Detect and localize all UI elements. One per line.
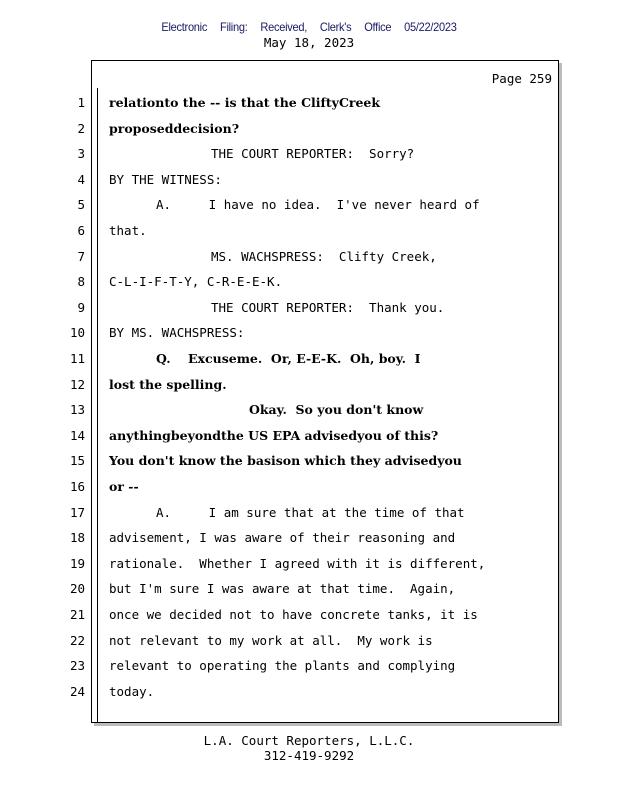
transcript-line: 13 Okay. So you don't know [1, 402, 561, 422]
transcript-line: 9 THE COURT REPORTER: Thank you. [1, 300, 561, 320]
page-number: Page 259 [491, 71, 552, 86]
line-number: 21 [69, 607, 85, 622]
line-text: lost the spelling. [109, 376, 227, 392]
line-text: anythingbeyondthe US EPA advisedyou of t… [109, 427, 439, 443]
line-text: You don't know the basison which they ad… [109, 453, 462, 469]
line-text: A. I am sure that at the time of that [156, 504, 465, 520]
line-number: 16 [69, 479, 85, 494]
line-number: 23 [69, 658, 85, 674]
transcript-line: 20 but I'm sure I was aware at that time.… [1, 581, 561, 601]
transcript-line: 3 THE COURT REPORTER: Sorry? [1, 146, 561, 166]
line-number: 13 [69, 402, 85, 418]
stamp-text: Filing: [219, 20, 248, 34]
line-text: relevant to operating the plants and com… [109, 658, 456, 674]
line-text: BY MS. WACHSPRESS: [109, 325, 245, 341]
line-text: BY THE WITNESS: [109, 171, 222, 187]
line-number: 11 [69, 351, 85, 366]
stamp-date: 05/22/2023 [404, 20, 457, 34]
stamp-text: Clerk's [319, 20, 352, 34]
transcript-line: 1 relationto the -- is that the CliftyCre… [1, 95, 561, 115]
line-number: 22 [69, 632, 85, 648]
line-number: 14 [69, 427, 85, 443]
line-number: 17 [69, 504, 85, 520]
line-text: advisement, I was aware of their reasoni… [109, 530, 456, 546]
transcript-line: 7 MS. WACHSPRESS: Clifty Creek, [1, 249, 561, 269]
transcript-line: 12 lost the spelling. [1, 377, 561, 397]
line-text: once we decided not to have concrete tan… [109, 607, 478, 622]
line-number: 5 [77, 197, 85, 213]
line-number: 15 [69, 453, 85, 469]
line-number: 19 [69, 555, 85, 571]
line-text: proposeddecision? [109, 120, 240, 136]
line-number: 6 [77, 223, 85, 238]
transcript-line: 18 advisement, I was aware of their reaso… [1, 530, 561, 550]
transcript-date: May 18, 2023 [263, 35, 355, 50]
transcript-line: 23 relevant to operating the plants and c… [1, 658, 561, 678]
transcript-line: 21 once we decided not to have concrete t… [1, 607, 561, 627]
line-text: MS. WACHSPRESS: Clifty Creek, [211, 248, 437, 264]
line-text: Okay. So you don't know [249, 402, 424, 418]
transcript-line: 14 anythingbeyondthe US EPA advisedyou of… [1, 428, 561, 448]
transcript-line: 8 C-L-I-F-T-Y, C-R-E-E-K. [1, 274, 561, 294]
line-text: but I'm sure I was aware at that time. A… [109, 581, 456, 597]
company-name: L.A. Court Reporters, L.L.C. [203, 733, 415, 748]
transcript-line: 10 BY MS. WACHSPRESS: [1, 325, 561, 345]
line-number: 3 [77, 146, 85, 162]
line-text: relationto the -- is that the CliftyCree… [109, 95, 381, 110]
line-number: 2 [77, 120, 85, 136]
line-number: 1 [77, 95, 85, 110]
transcript-line: 5 A. I have no idea. I've never heard of [1, 197, 561, 217]
line-number: 24 [69, 683, 85, 699]
line-number: 8 [77, 274, 85, 290]
transcript-line: 4 BY THE WITNESS: [1, 172, 561, 192]
transcript-line: 11 Q. Excuseme. Or, E-E-K. Oh, boy. I [1, 351, 561, 371]
line-text: Q. Excuseme. Or, E-E-K. Oh, boy. I [156, 351, 421, 366]
line-text: C-L-I-F-T-Y, C-R-E-E-K. [109, 274, 283, 290]
transcript-line: 15 You don't know the basison which they … [1, 453, 561, 473]
line-number: 4 [77, 171, 85, 187]
line-text: not relevant to my work at all. My work … [109, 632, 433, 648]
stamp-text: Received, [260, 20, 308, 34]
transcript-line: 19 rationale. Whether I agreed with it is… [1, 556, 561, 576]
line-text: THE COURT REPORTER: Thank you. [211, 299, 445, 315]
line-text: A. I have no idea. I've never heard of [156, 197, 480, 213]
margin-line [97, 88, 98, 722]
transcript-line: 17 A. I am sure that at the time of that [1, 505, 561, 525]
transcript-page: Page 259 1 relationto the -- is that the … [70, 60, 559, 723]
line-text: rationale. Whether I agreed with it is d… [109, 555, 486, 571]
line-number: 10 [69, 325, 85, 341]
transcript-line: 2 proposeddecision? [1, 121, 561, 141]
line-number: 12 [69, 376, 85, 392]
filing-stamp: Electronic Filing: Received, Clerk's Office 0… [25, 20, 594, 34]
company-phone: 312-419-9292 [263, 748, 355, 763]
line-number: 20 [69, 581, 85, 597]
line-text: THE COURT REPORTER: Sorry? [211, 146, 415, 162]
transcript-line: 6 that. [1, 223, 561, 243]
line-text: today. [109, 683, 155, 699]
line-text: that. [109, 223, 147, 238]
stamp-text: Electronic [161, 20, 208, 34]
line-number: 7 [77, 248, 85, 264]
footer: L.A. Court Reporters, L.L.C. 312-419-929… [0, 733, 618, 763]
transcript-line: 24 today. [1, 684, 561, 704]
transcript-line: 22 not relevant to my work at all. My wor… [1, 633, 561, 653]
line-number: 9 [77, 299, 85, 315]
line-text: or -- [109, 479, 139, 494]
transcript-line: 16 or -- [1, 479, 561, 499]
stamp-text: Office [364, 20, 392, 34]
line-number: 18 [69, 530, 85, 546]
